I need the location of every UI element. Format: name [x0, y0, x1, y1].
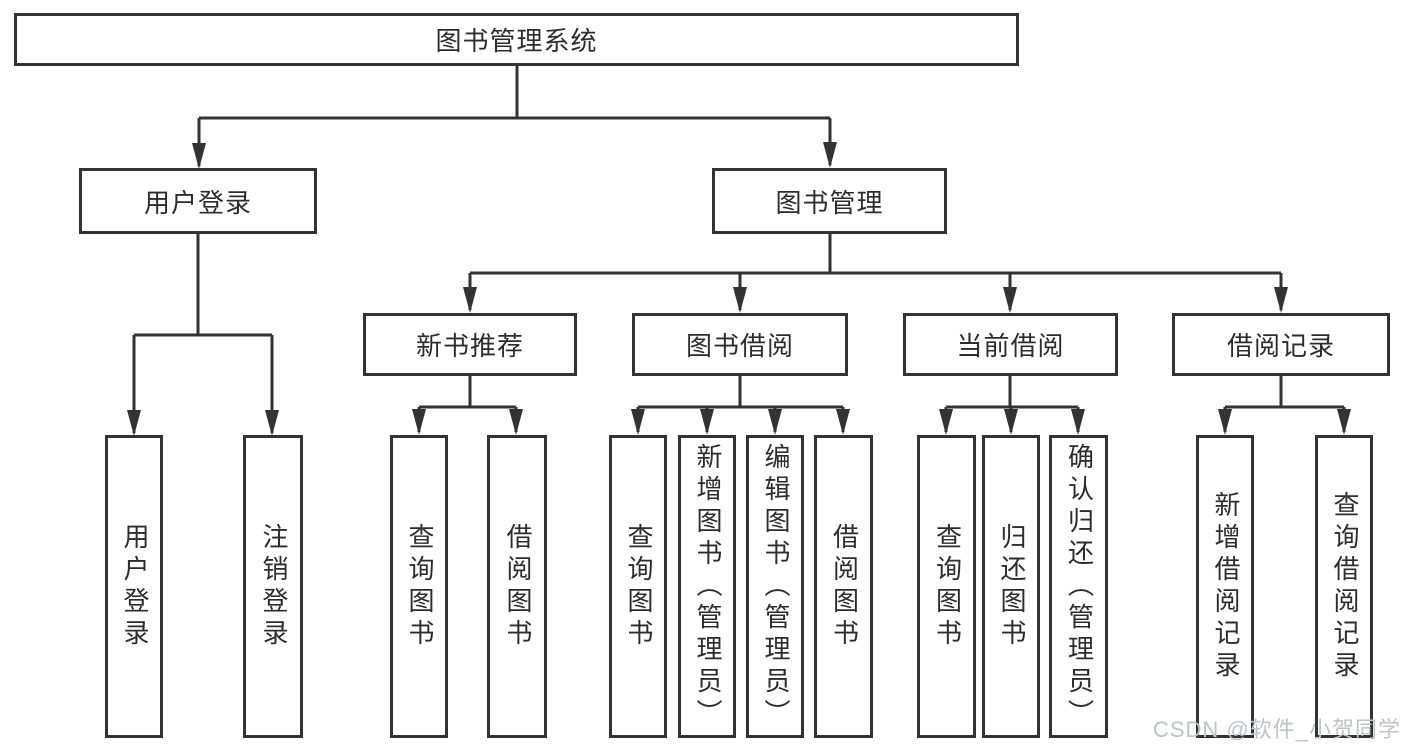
arrowhead-icon [823, 142, 837, 168]
node-library-management-system: 图书管理系统 [14, 13, 1019, 66]
leaf-return-books: 归还图书 [982, 435, 1040, 738]
leaf-borrow-books: 借阅图书 [814, 435, 873, 738]
arrowhead-icon [939, 409, 953, 435]
node-user-login: 用户登录 [79, 168, 317, 234]
leaf-label: 借阅图书 [829, 522, 860, 651]
leaf-label: 查询图书 [404, 522, 435, 651]
arrowhead-icon [412, 409, 426, 435]
connector-currentborrow-to-leaves [944, 376, 1080, 432]
leaf-label: 借阅图书 [502, 522, 533, 651]
leaf-borrow-books: 借阅图书 [487, 435, 547, 738]
arrowhead-icon [768, 409, 782, 435]
connector-bookmgmt-to-level3 [468, 234, 1283, 310]
connector-root-to-level2 [197, 66, 832, 166]
arrowhead-icon [836, 409, 850, 435]
arrowhead-icon [1274, 287, 1288, 313]
leaf-add-books-admin: 新增图书（管理员） [678, 435, 736, 738]
leaf-label: 归还图书 [996, 522, 1027, 651]
leaf-label: 新增图书（管理员） [692, 442, 723, 731]
arrowhead-icon [1004, 409, 1018, 435]
leaf-query-books: 查询图书 [917, 435, 976, 738]
leaf-label: 新增借阅记录 [1210, 490, 1241, 683]
node-borrowing-records: 借阅记录 [1172, 313, 1390, 376]
leaf-label: 查询图书 [932, 522, 963, 651]
arrowhead-icon [631, 409, 645, 435]
arrowhead-icon [1218, 409, 1232, 435]
leaf-add-borrow-record: 新增借阅记录 [1196, 435, 1254, 738]
leaf-label: 编辑图书（管理员） [760, 442, 791, 731]
node-label: 图书管理 [775, 187, 884, 218]
leaf-label: 确认归还（管理员） [1064, 442, 1095, 731]
arrowhead-icon [700, 409, 714, 435]
node-label: 当前借阅 [956, 331, 1065, 361]
connector-borrowrecords-to-leaves [1223, 376, 1346, 432]
leaf-label: 查询借阅记录 [1329, 490, 1360, 683]
node-current-borrowing: 当前借阅 [903, 313, 1118, 376]
node-label: 图书借阅 [685, 331, 794, 361]
arrowhead-icon [127, 410, 141, 436]
node-label: 新书推荐 [415, 331, 524, 361]
arrowhead-icon [1071, 409, 1085, 435]
node-book-management: 图书管理 [712, 168, 947, 234]
leaf-label: 用户登录 [119, 522, 150, 651]
node-new-book-recommendation: 新书推荐 [363, 313, 577, 376]
connector-userlogin-to-leaves [132, 234, 274, 433]
connector-newbookrec-to-leaves [417, 376, 518, 432]
arrowhead-icon [1337, 409, 1351, 435]
leaf-user-login: 用户登录 [105, 435, 163, 738]
arrowhead-icon [463, 287, 477, 313]
arrowhead-icon [733, 287, 747, 313]
arrowhead-icon [192, 143, 206, 169]
node-book-borrowing: 图书借阅 [632, 313, 848, 376]
leaf-label: 注销登录 [258, 522, 289, 651]
leaf-edit-books-admin: 编辑图书（管理员） [746, 435, 804, 738]
node-label: 图书管理系统 [435, 26, 598, 56]
arrowhead-icon [509, 409, 523, 435]
leaf-confirm-return-admin: 确认归还（管理员） [1049, 435, 1108, 738]
leaf-query-books: 查询图书 [609, 435, 667, 738]
csdn-watermark: CSDN @软件_小贺同学 [1152, 717, 1401, 742]
leaf-logout: 注销登录 [243, 435, 303, 738]
leaf-query-books: 查询图书 [390, 435, 448, 738]
node-label: 用户登录 [143, 187, 252, 218]
arrowhead-icon [1003, 287, 1017, 313]
arrowhead-icon [265, 410, 279, 436]
node-label: 借阅记录 [1226, 331, 1335, 361]
leaf-label: 查询图书 [623, 522, 654, 651]
leaf-query-borrow-record: 查询借阅记录 [1315, 435, 1373, 738]
connector-bookborrow-to-leaves [636, 376, 845, 432]
